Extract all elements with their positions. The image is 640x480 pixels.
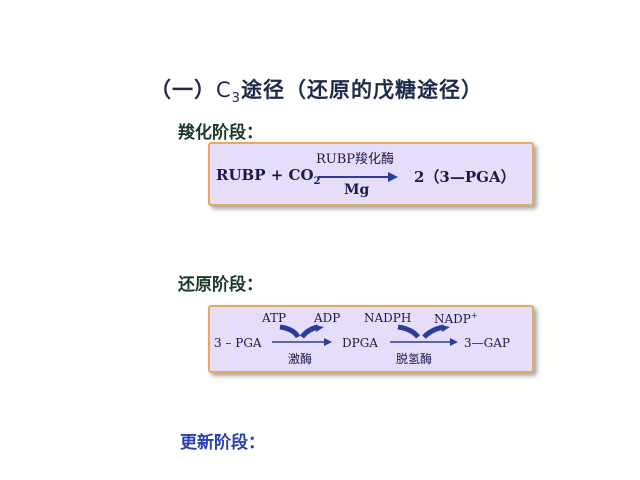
title-rest: 途径（还原的戊糖途径）	[240, 78, 483, 102]
reduction-heading: 还原阶段：	[178, 275, 263, 295]
reduction-substrate: 3 – PGA	[214, 336, 262, 350]
kinase-arrow	[272, 324, 332, 346]
carboxylation-cofactor: Mg	[344, 182, 370, 198]
reduction-nadp: NADP+	[434, 311, 478, 326]
reduction-intermediate: DPGA	[342, 336, 378, 350]
title-open: （一）	[150, 78, 216, 102]
reduction-atp: ATP	[262, 311, 287, 325]
page-title: （一）C3途径（还原的戊糖途径）	[150, 74, 483, 106]
regeneration-heading: 更新阶段：	[180, 433, 265, 453]
carboxylation-reactant: RUBP + CO2	[216, 166, 321, 187]
reduction-kinase: 激酶	[288, 352, 313, 366]
dehydrogenase-arrow	[390, 324, 458, 346]
carboxylation-enzyme: RUBP羧化酶	[316, 152, 395, 167]
reduction-reaction-box: ATP ADP NADPH NADP+ 3 – PGA DPGA 3—GAP 激…	[208, 305, 534, 373]
reduction-product: 3—GAP	[464, 336, 510, 350]
reduction-nadph: NADPH	[364, 311, 412, 325]
title-c3: C3	[216, 78, 241, 107]
reduction-adp: ADP	[314, 311, 341, 325]
carboxylation-reaction-box: RUBP + CO2 RUBP羧化酶 Mg 2（3—PGA）	[208, 142, 534, 206]
carboxylation-arrow	[318, 172, 398, 182]
reduction-dehydrogenase: 脱氢酶	[396, 352, 433, 366]
carboxylation-heading: 羧化阶段：	[178, 123, 263, 143]
carboxylation-product: 2（3—PGA）	[414, 168, 516, 186]
